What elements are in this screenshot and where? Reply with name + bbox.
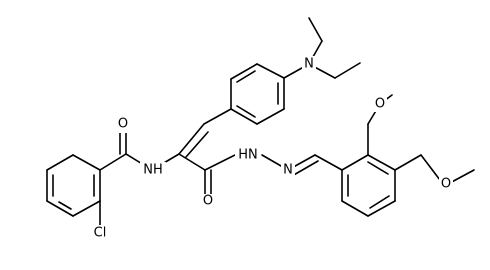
ring3-bond <box>341 200 369 217</box>
atom-n-imine-label: N <box>283 163 293 178</box>
bond-ring-ome2 <box>394 154 422 171</box>
atom-label-layer: N O NH Cl O HN N O <box>88 56 453 241</box>
ring2-bond <box>46 200 74 217</box>
atom-o-amide2: O <box>201 194 215 210</box>
atom-n-imine: N <box>281 162 295 178</box>
atom-n-hydrazide: HN <box>235 147 261 163</box>
bond-layer <box>46 17 475 233</box>
atom-n-amine-label: N <box>304 57 314 72</box>
bond-co2-nh <box>204 154 236 171</box>
ring1-inner-bond <box>236 105 256 118</box>
ring1-bond <box>230 108 258 125</box>
bond-vinyl-double-inner <box>185 131 209 158</box>
bond-ring-ch <box>203 108 232 125</box>
atom-o-ome1-label: O <box>375 97 385 112</box>
bond-c-co2 <box>178 153 206 171</box>
bond-vinyl-double <box>178 123 205 155</box>
atom-n-hydrazide-label: HN <box>238 148 258 163</box>
ring1-bond <box>230 63 258 80</box>
bond-co-ring <box>99 153 127 171</box>
atom-o-ome2: O <box>439 177 453 193</box>
bond-ethyl1 <box>308 17 323 42</box>
atom-o-amide1: O <box>116 117 130 133</box>
atom-o-amide1-label: O <box>118 117 128 132</box>
ring3-inner-bond <box>367 161 389 175</box>
atom-n-amine: N <box>302 56 316 72</box>
ring3-bond <box>341 154 369 171</box>
ring2-bond <box>46 154 74 171</box>
atom-o-ome2-label: O <box>441 177 451 192</box>
ring3-bond <box>367 154 396 171</box>
ring1-bond <box>256 63 285 79</box>
ring3-bond <box>367 200 396 217</box>
atom-cl-label: Cl <box>94 226 107 241</box>
bond-ethyl2 <box>334 62 361 79</box>
atom-o-ome1: O <box>373 96 387 112</box>
ring1-inner-bond <box>236 70 256 83</box>
bond-imine-double-inner <box>291 160 319 177</box>
atom-n-amide1-label: NH <box>143 163 163 178</box>
ring3-inner-bond <box>369 195 390 209</box>
atom-o-amide2-label: O <box>203 194 213 209</box>
bond-ch-ring <box>314 154 343 171</box>
atom-n-amide1: NH <box>140 162 166 178</box>
atom-cl: Cl <box>88 225 112 241</box>
ring2-bond <box>72 154 101 171</box>
ring2-bond <box>72 200 101 217</box>
ring2-inner-bond <box>58 201 72 210</box>
ring1-bond <box>256 108 285 125</box>
